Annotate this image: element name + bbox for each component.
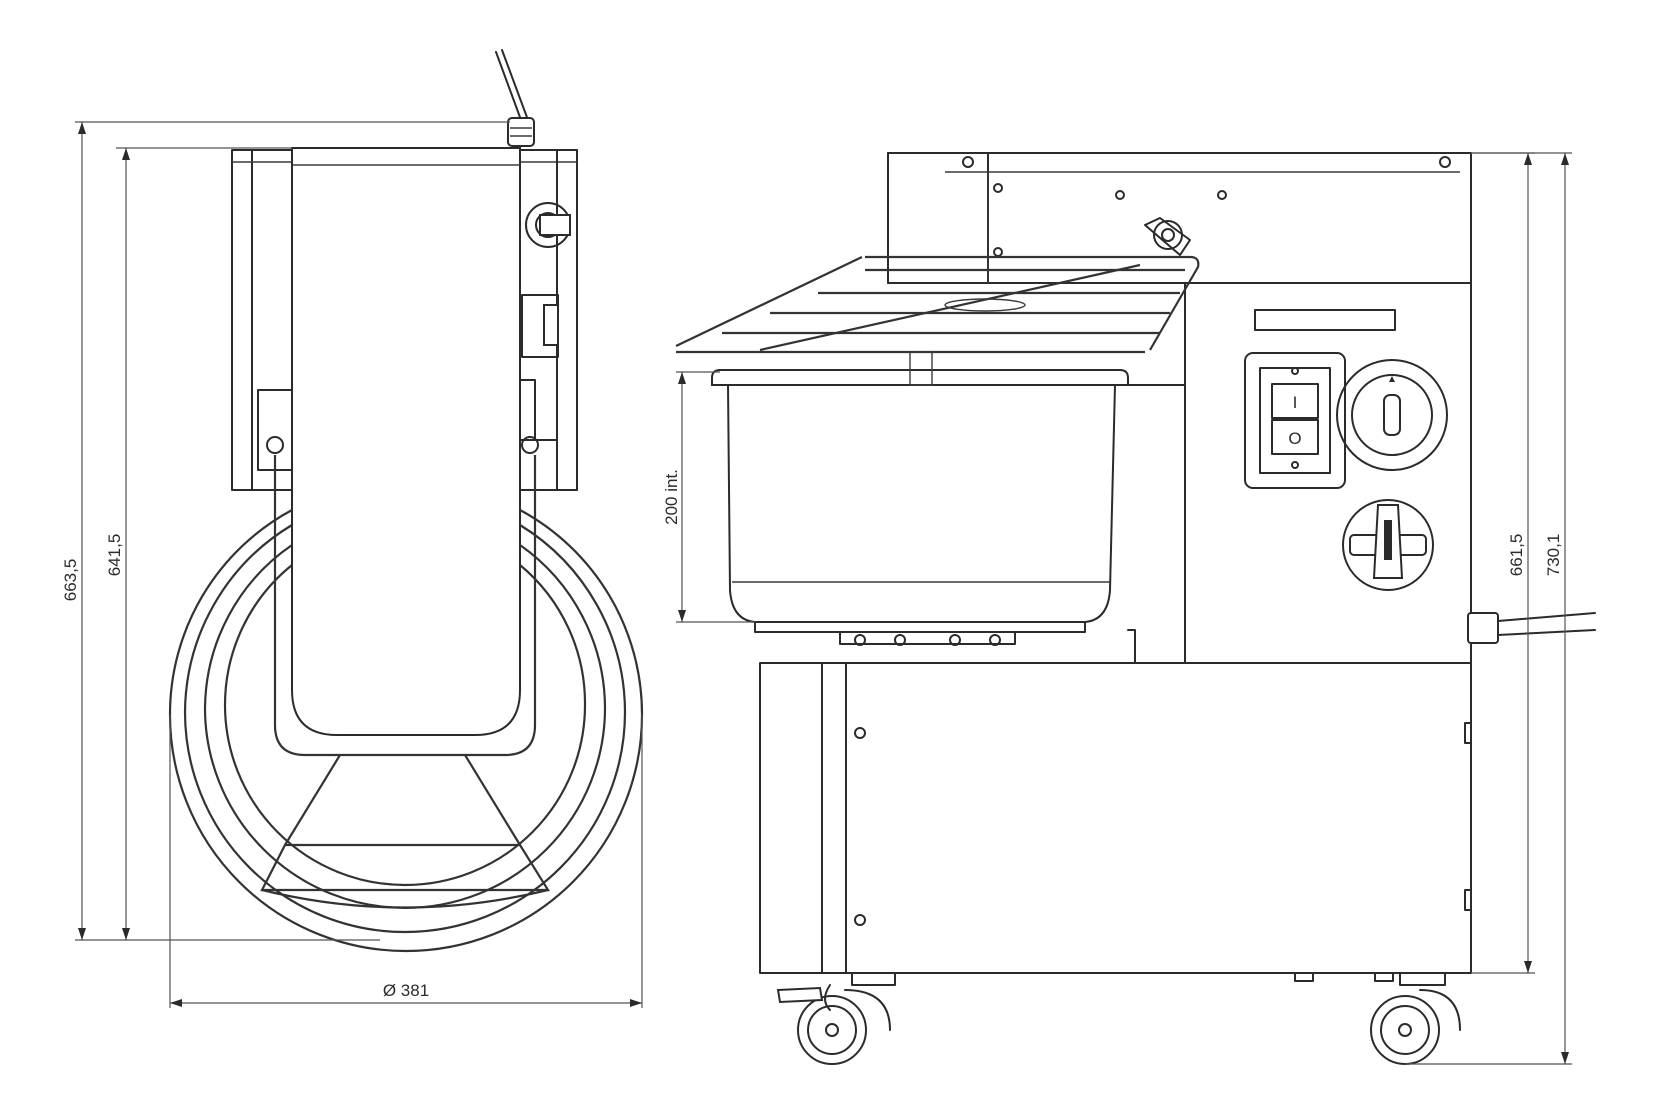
side-view: 663,5 641,5 Ø 381 [61, 49, 644, 1008]
label-bowl-diameter: Ø 381 [383, 981, 429, 1000]
switch-off-button [1271, 419, 1319, 455]
side-bowl-guard [168, 455, 644, 953]
label-front-total-height: 730,1 [1544, 534, 1563, 577]
front-base-cabinet [759, 662, 1472, 974]
label-bowl-inner-height: 200 int. [662, 469, 681, 525]
front-view: I O [662, 152, 1596, 1065]
front-bowl [711, 351, 1129, 646]
dim-bowl-diameter: Ø 381 [169, 715, 643, 1008]
front-caster-left [776, 972, 896, 1065]
front-switch-panel [1244, 352, 1346, 489]
switch-on-button [1271, 383, 1319, 419]
label-side-body-height: 641,5 [105, 534, 124, 577]
dim-side-body-height: 641,5 [105, 147, 292, 940]
dim-front-body-height: 661,5 [1471, 152, 1535, 974]
switch-on-symbol: I [1293, 393, 1298, 412]
front-cable-gland [1467, 612, 1499, 644]
front-timer-dial [1336, 359, 1448, 471]
switch-off-symbol: O [1288, 429, 1301, 448]
front-power-cable [1497, 612, 1596, 622]
label-front-body-height: 661,5 [1507, 534, 1526, 577]
front-name-plate [1254, 309, 1396, 331]
side-cable-gland [507, 117, 535, 147]
dim-front-total-height: 730,1 [1405, 152, 1572, 1065]
front-bowl-guard [675, 217, 1200, 354]
label-side-total-height: 663,5 [61, 559, 80, 602]
side-main-column [291, 147, 521, 736]
front-caster-right [1370, 972, 1461, 1065]
front-speed-selector [1342, 499, 1434, 591]
front-bowl-support [1127, 384, 1186, 664]
side-power-cable [501, 49, 529, 121]
dim-bowl-inner-height: 200 int. [662, 371, 755, 623]
